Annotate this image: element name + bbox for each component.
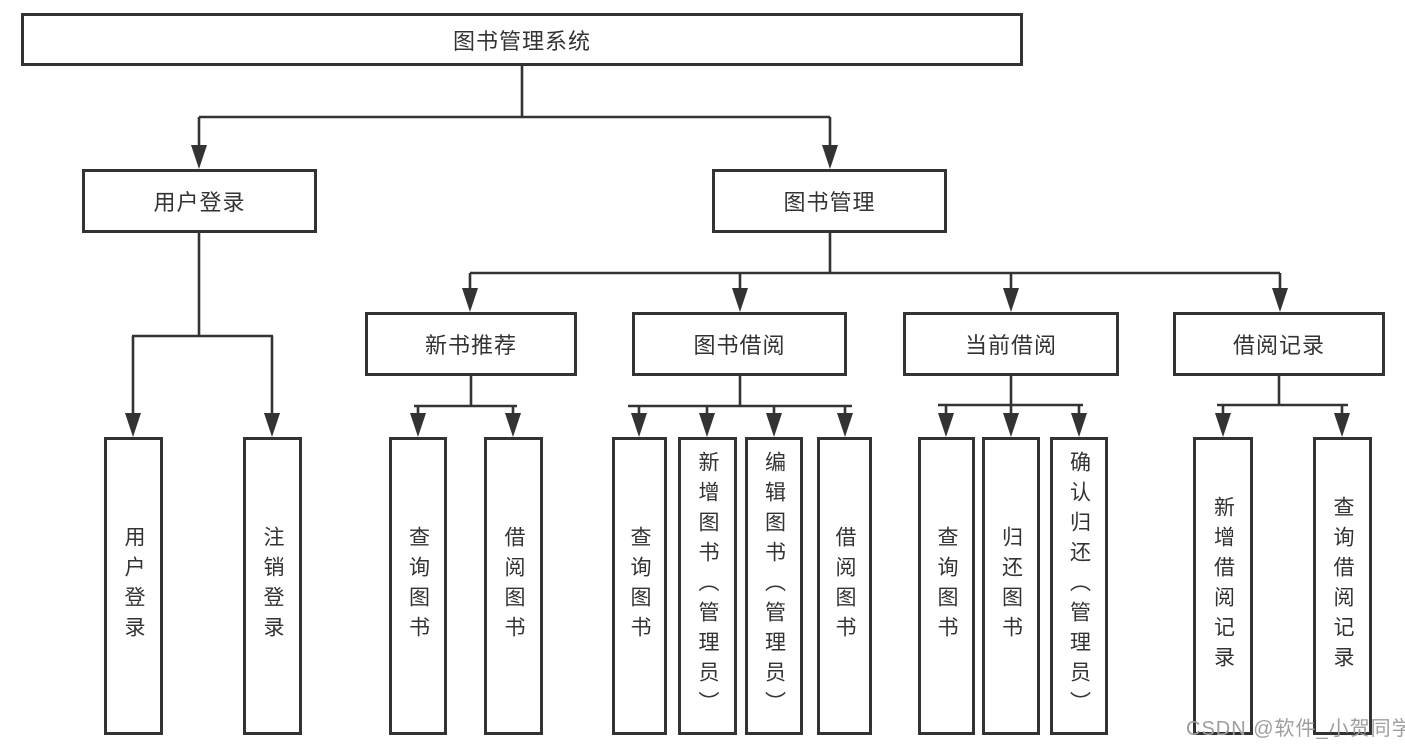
connector-root [197,66,832,150]
leaf-add-borrow-record: 新增借阅记录 [1193,437,1253,735]
arrow-down-icon [1071,413,1087,437]
arrow-down-icon [1003,288,1019,312]
arrow-down-icon [938,413,954,437]
arrow-down-icon [631,413,647,437]
arrow-down-icon [1215,413,1231,437]
arrow-down-icon [1334,413,1350,437]
leaf-return-book: 归还图书 [982,437,1040,735]
node-book-management: 图书管理 [712,169,947,233]
arrow-down-icon [822,145,838,169]
node-library-management-system: 图书管理系统 [21,13,1023,66]
arrow-down-icon [125,413,141,437]
leaf-query-borrow-record: 查询借阅记录 [1313,437,1372,735]
arrow-down-icon [699,413,715,437]
leaf-edit-book-admin: 编辑图书（管理员） [745,437,803,735]
leaf-confirm-return-admin: 确认归还（管理员） [1050,437,1108,735]
arrow-down-icon [410,413,426,437]
leaf-borrow-book-recommend: 借阅图书 [484,437,543,735]
leaf-query-book: 查询图书 [612,437,667,735]
arrowheads-group [125,145,1350,437]
leaf-logout: 注销登录 [243,437,302,735]
node-current-borrow: 当前借阅 [903,312,1119,376]
connector-book-management [468,233,1282,293]
leaf-user-login: 用户登录 [104,437,163,735]
node-new-book-recommend: 新书推荐 [365,312,577,376]
leaf-query-book-recommend: 查询图书 [389,437,447,735]
arrow-down-icon [766,413,782,437]
arrow-down-icon [837,413,853,437]
connector-current-borrow [938,376,1083,418]
connector-borrow-record [1217,376,1348,418]
node-borrow-record: 借阅记录 [1173,312,1385,376]
arrow-down-icon [462,288,478,312]
arrow-down-icon [191,145,207,169]
watermark: CSDN @软件_小贺同学 [1186,718,1405,740]
leaf-query-book-current: 查询图书 [918,437,975,735]
arrow-down-icon [1003,413,1019,437]
connector-user-login [131,233,274,418]
arrow-down-icon [505,413,521,437]
arrow-down-icon [732,288,748,312]
leaf-add-book-admin: 新增图书（管理员） [678,437,737,735]
connector-book-borrow [628,376,852,418]
node-book-borrow: 图书借阅 [632,312,847,376]
arrow-down-icon [264,413,280,437]
node-user-login: 用户登录 [82,169,317,233]
connector-new-book [414,376,517,418]
leaf-borrow-book: 借阅图书 [817,437,872,735]
arrow-down-icon [1272,288,1288,312]
